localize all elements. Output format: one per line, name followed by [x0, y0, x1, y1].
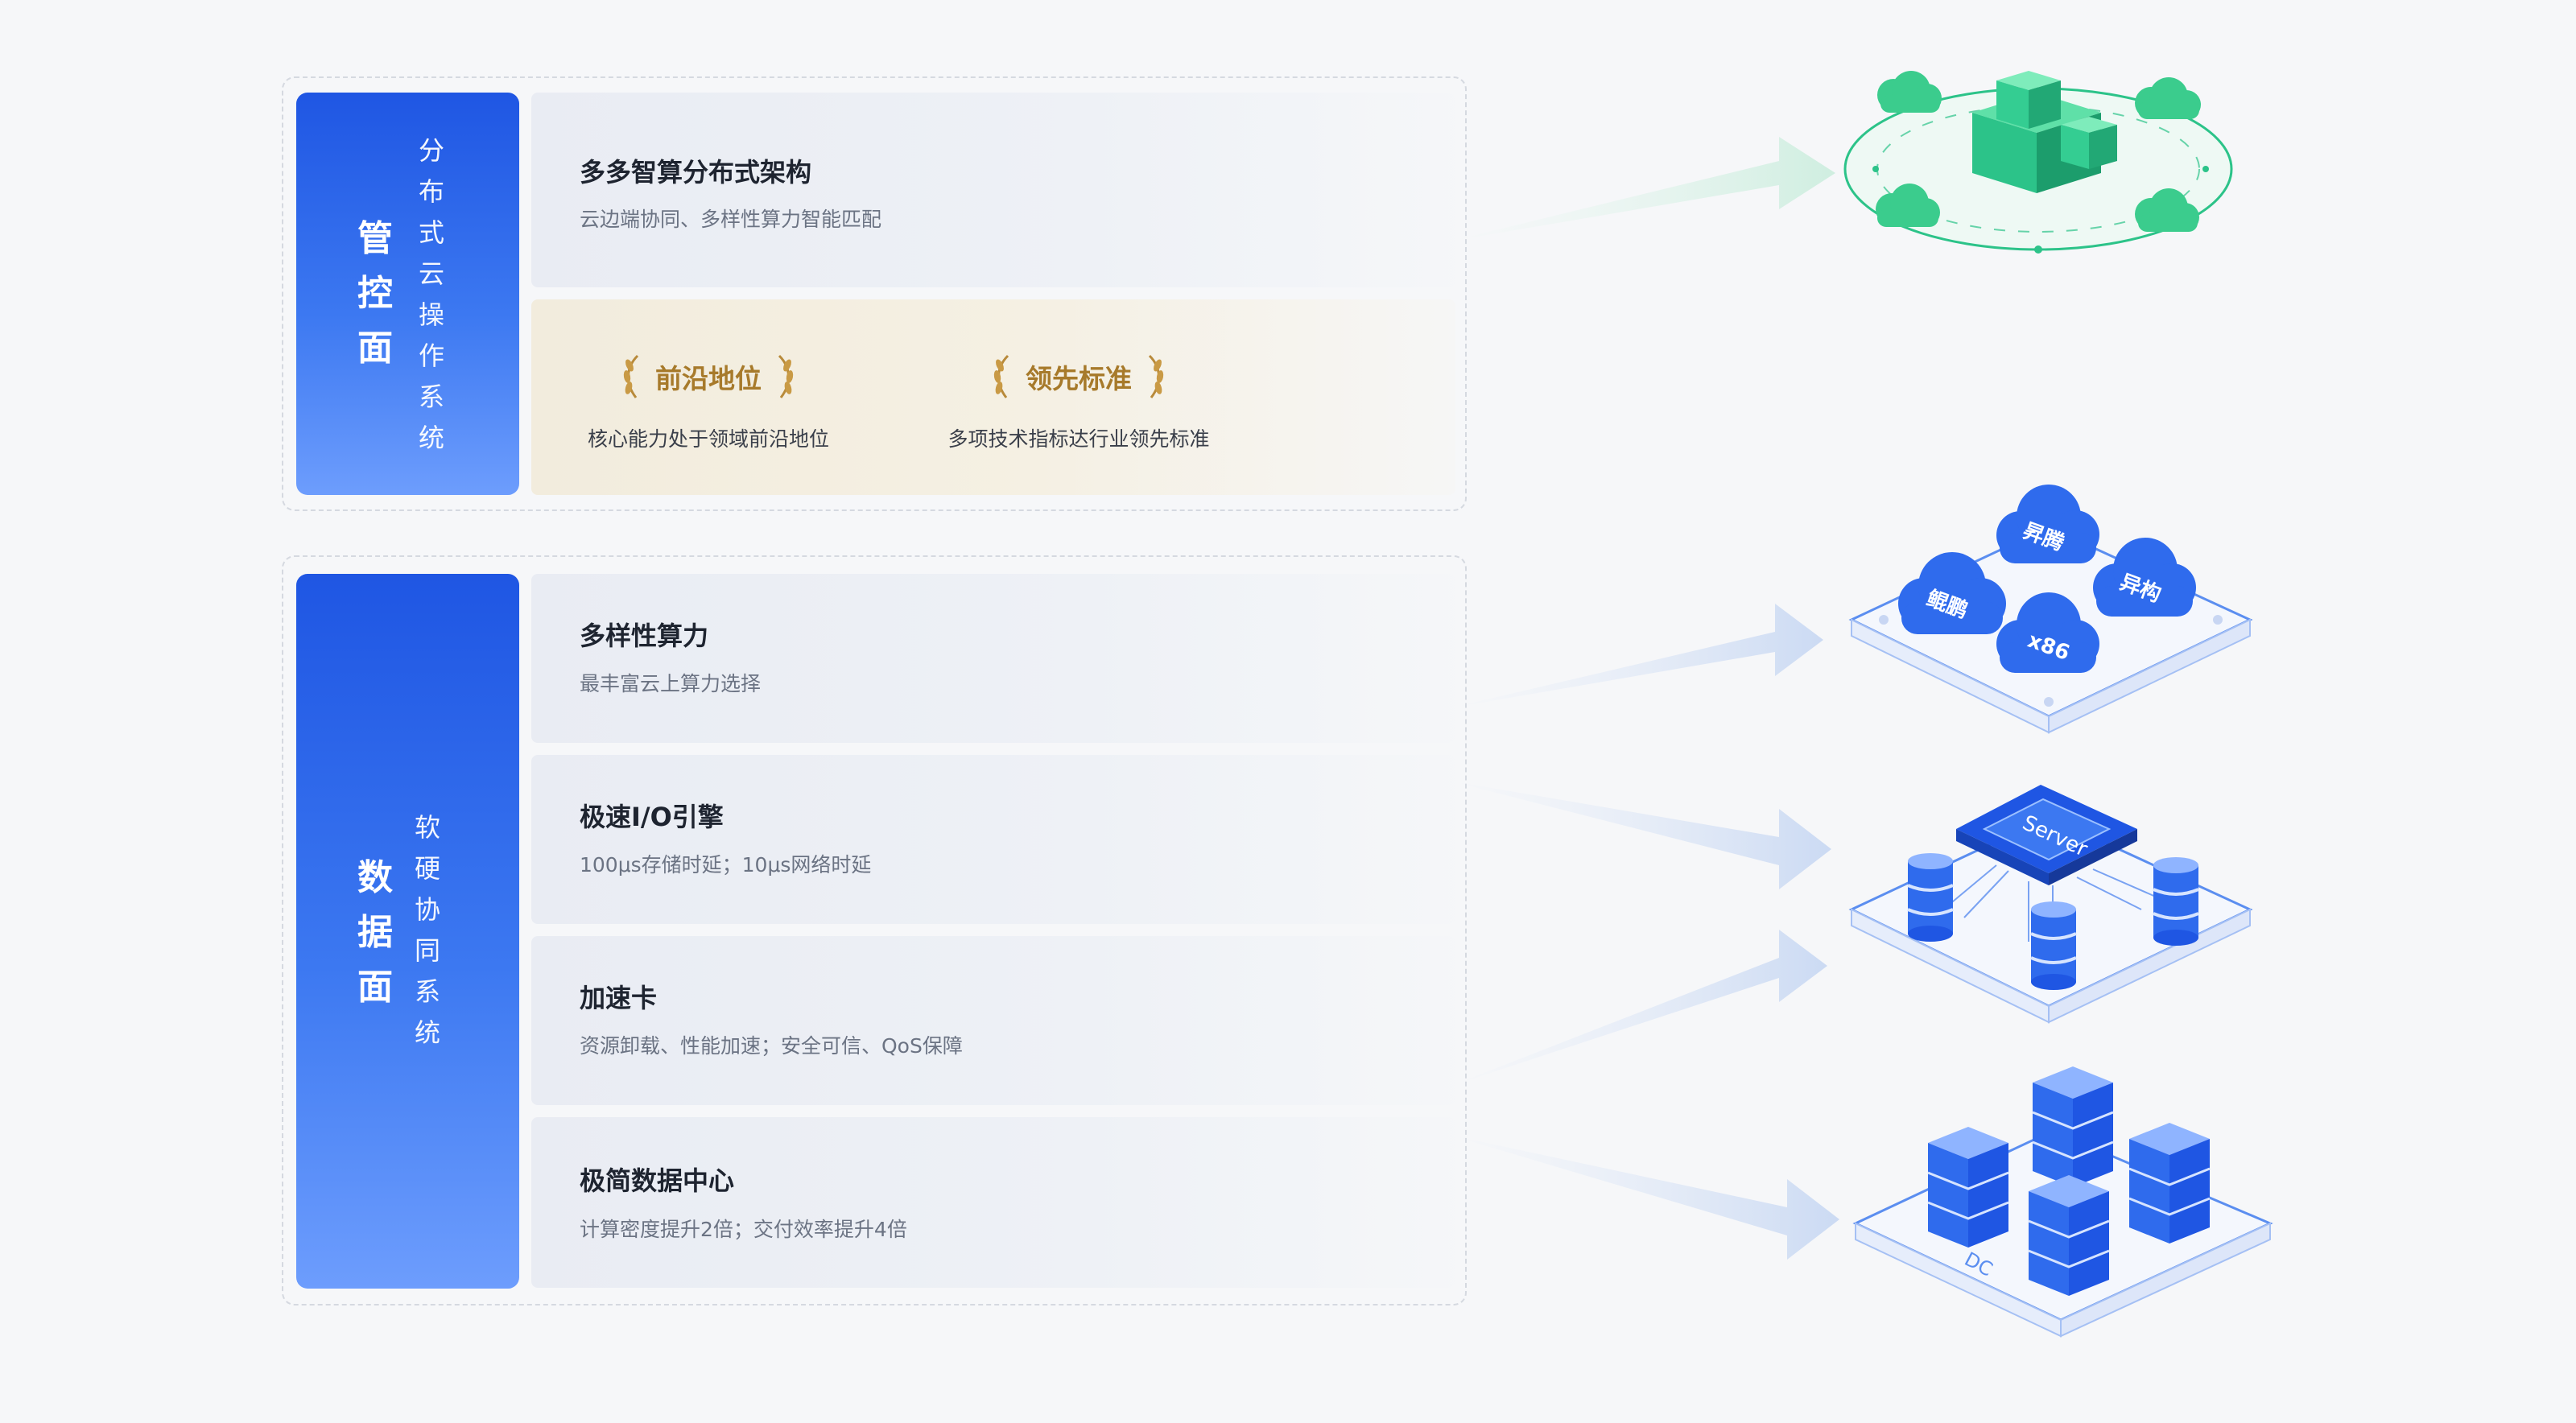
card-desc: 计算密度提升2倍；交付效率提升4倍: [580, 1218, 907, 1241]
vertical-label-char: 数: [357, 857, 393, 898]
laurel-right-icon: [1148, 354, 1164, 398]
vertical-label-char: 管: [357, 218, 393, 259]
arrow-to-server-1: [1449, 781, 1831, 889]
laurel-left-icon: [623, 354, 639, 398]
control-plane-group: [282, 76, 1467, 511]
server-rack-icon: [1927, 1127, 2009, 1248]
vertical-sublabel-char: 式: [418, 217, 444, 248]
arrow-to-server-2: [1449, 930, 1827, 1087]
vertical-label-char: 面: [357, 967, 393, 1008]
database-icon: [1907, 853, 1954, 942]
vertical-sublabel-char: 云: [418, 258, 444, 289]
control-plane-sublabel: 分布式云操作系统: [411, 130, 452, 459]
badge-title: 前沿地位: [655, 363, 762, 394]
badge-desc: 多项技术指标达行业领先标准: [947, 427, 1210, 451]
arrow-to-datacenter: [1449, 1135, 1839, 1260]
card-desc: 云边端协同、多样性算力智能匹配: [580, 208, 882, 231]
cloud-x86: [1996, 592, 2099, 673]
vertical-sublabel-char: 统: [418, 423, 444, 453]
card-desc: 最丰富云上算力选择: [580, 672, 762, 695]
vertical-sublabel-char: 布: [418, 176, 444, 207]
io-engine-card: 极速I/O引擎 100μs存储时延；10μs网络时延: [531, 755, 1455, 924]
arrow-to-cloud-platform: [1449, 137, 1835, 241]
vertical-label-char: 据: [357, 912, 393, 953]
database-icon: [2030, 901, 2077, 990]
badges-card: 前沿地位 核心能力处于领域前沿地位 领先标准: [531, 299, 1455, 495]
accelerator-card: 加速卡 资源卸载、性能加速；安全可信、QoS保障: [531, 936, 1455, 1105]
cloud-ascend: [1996, 485, 2099, 563]
control-plane-label: 管控面: [351, 212, 399, 376]
card-desc: 资源卸载、性能加速；安全可信、QoS保障: [580, 1034, 963, 1058]
card-desc: 100μs存储时延；10μs网络时延: [580, 853, 872, 876]
card-title: 加速卡: [580, 983, 658, 1013]
card-title: 极速I/O引擎: [580, 802, 724, 832]
vertical-sublabel-char: 软: [414, 812, 440, 843]
database-icon: [2153, 857, 2199, 946]
badge-leading: 领先标准 多项技术指标达行业领先标准: [934, 353, 1224, 452]
datacenter-icon: DC: [1852, 1066, 2273, 1338]
control-plane-sidebar: 管控面 分布式云操作系统: [296, 93, 519, 495]
data-plane-sidebar: 数据面 软硬协同系统: [296, 574, 519, 1289]
badge-title: 领先标准: [1026, 363, 1132, 394]
server-rack-icon: [2028, 1175, 2110, 1296]
server-chip-icon: Server: [1848, 785, 2253, 1024]
laurel-left-icon: [993, 354, 1009, 398]
vertical-sublabel-char: 统: [414, 1017, 440, 1048]
badge-frontier: 前沿地位 核心能力处于领域前沿地位: [580, 353, 837, 452]
card-title: 多样性算力: [580, 621, 709, 651]
connector-arrows: [1449, 137, 1839, 1260]
datacenter-card: 极简数据中心 计算密度提升2倍；交付效率提升4倍: [531, 1117, 1455, 1288]
vertical-sublabel-char: 系: [414, 976, 440, 1007]
compute-card: 多样性算力 最丰富云上算力选择: [531, 574, 1455, 743]
arrow-to-compute: [1449, 604, 1823, 708]
architecture-card: 多多智算分布式架构 云边端协同、多样性算力智能匹配: [531, 93, 1455, 287]
card-title: 多多智算分布式架构: [580, 157, 812, 188]
vertical-sublabel-char: 同: [414, 935, 440, 966]
vertical-sublabel-char: 系: [418, 382, 444, 412]
server-rack-icon: [2032, 1066, 2114, 1187]
vertical-sublabel-char: 分: [418, 135, 444, 166]
data-plane-group: [282, 555, 1467, 1305]
vertical-label-char: 面: [357, 328, 393, 369]
vertical-label-char: 控: [357, 273, 393, 314]
card-title: 极简数据中心: [580, 1165, 735, 1196]
laurel-right-icon: [778, 354, 794, 398]
vertical-sublabel-char: 操: [418, 299, 444, 330]
server-rack-icon: [2128, 1123, 2211, 1244]
badge-desc: 核心能力处于领域前沿地位: [587, 427, 829, 451]
data-plane-sublabel: 软硬协同系统: [407, 807, 448, 1054]
vertical-sublabel-char: 硬: [414, 853, 440, 884]
cloud-heterogeneous: [2093, 538, 2196, 617]
vertical-sublabel-char: 作: [418, 340, 444, 371]
compute-clouds-icon: 鲲鹏 昇腾 异构 x86: [1848, 485, 2253, 734]
data-plane-label: 数据面: [351, 851, 399, 1015]
cloud-kunpeng: [1898, 552, 2006, 634]
cloud-cluster-icon: [1843, 71, 2233, 254]
vertical-sublabel-char: 协: [414, 894, 440, 925]
